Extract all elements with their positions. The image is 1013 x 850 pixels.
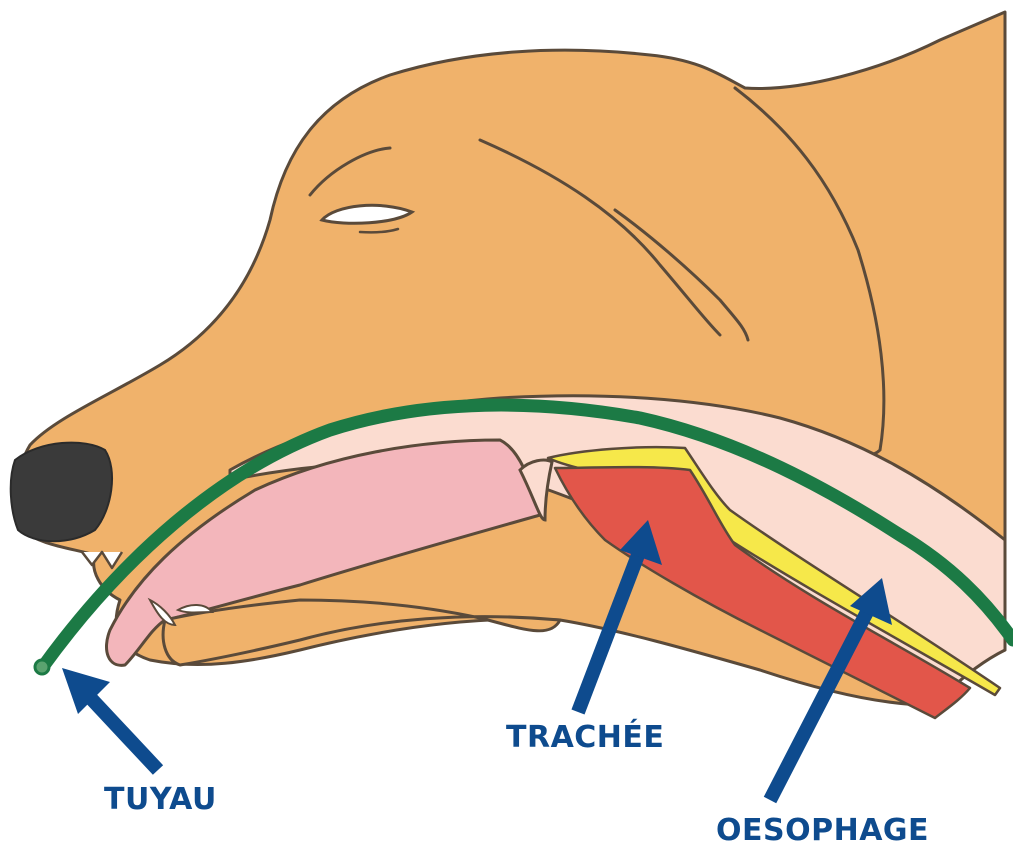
tube-label: TUYAU [104, 782, 217, 817]
arrow-tube [62, 668, 158, 770]
esophagus-label: OESOPHAGE [716, 813, 929, 848]
tube-opening [35, 660, 49, 674]
trachea-label: TRACHÉE [506, 720, 664, 755]
nose [11, 443, 112, 542]
